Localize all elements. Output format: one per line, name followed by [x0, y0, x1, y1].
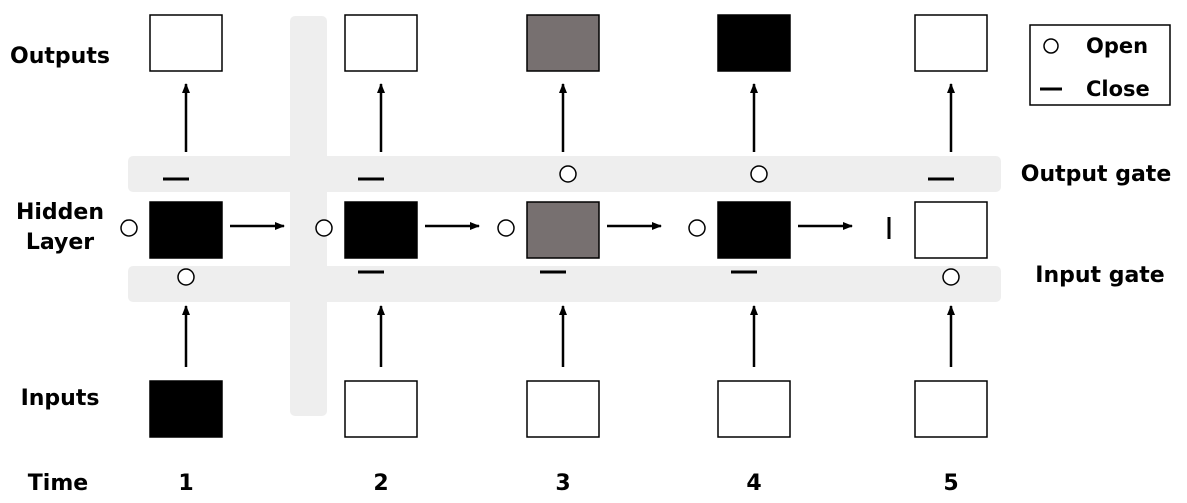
- output-box-t4: [717, 14, 791, 72]
- input-box-t3: [526, 380, 600, 438]
- output-gate-t3-open-icon: [559, 165, 577, 183]
- inputs-label: Inputs: [21, 386, 100, 411]
- output-box-t3: [526, 14, 600, 72]
- output-box-t5: [914, 14, 988, 72]
- time-tick-t3: 3: [555, 471, 570, 496]
- legend: Open Close: [1029, 24, 1171, 106]
- time-tick-t5: 5: [943, 471, 958, 496]
- hidden-in-gate-t3-open-icon: [497, 219, 515, 237]
- hidden-box-t4: [717, 201, 791, 259]
- input-box-t4: [717, 380, 791, 438]
- input-gate-band: [128, 266, 1001, 302]
- outputs-label: Outputs: [10, 44, 110, 69]
- hidden-layer-label-line1: Hidden: [16, 200, 104, 225]
- legend-open-icon: [1043, 38, 1059, 54]
- output-box-t2: [344, 14, 418, 72]
- hidden-box-t3: [526, 201, 600, 259]
- output-gate-t4-open-icon: [750, 165, 768, 183]
- input-box-t5: [914, 380, 988, 438]
- hidden-in-gate-t4-open-icon: [688, 219, 706, 237]
- time-separator-band: [290, 16, 327, 416]
- output-box-t1: [149, 14, 223, 72]
- legend-box: [1029, 24, 1171, 106]
- time-tick-t2: 2: [373, 471, 388, 496]
- input-gate-t5-open-icon: [942, 268, 960, 286]
- output-gate-label: Output gate: [1021, 162, 1172, 187]
- input-gate-t1-open-icon: [177, 268, 195, 286]
- time-label: Time: [28, 471, 88, 496]
- hidden-box-t2: [344, 201, 418, 259]
- input-box-t1: [149, 380, 223, 438]
- legend-open-label: Open: [1086, 34, 1148, 58]
- time-tick-t1: 1: [178, 471, 193, 496]
- hidden-box-t5: [914, 201, 988, 259]
- hidden-in-gate-t2-open-icon: [315, 219, 333, 237]
- input-gate-label: Input gate: [1035, 263, 1164, 288]
- time-tick-t4: 4: [746, 471, 761, 496]
- hidden-box-t1: [149, 201, 223, 259]
- hidden-in-gate-t1-open-icon: [120, 219, 138, 237]
- legend-close-label: Close: [1086, 77, 1150, 101]
- hidden-layer-label-line2: Layer: [26, 230, 94, 255]
- time-steps: 1 2 3 4 5: [120, 14, 988, 496]
- input-box-t2: [344, 380, 418, 438]
